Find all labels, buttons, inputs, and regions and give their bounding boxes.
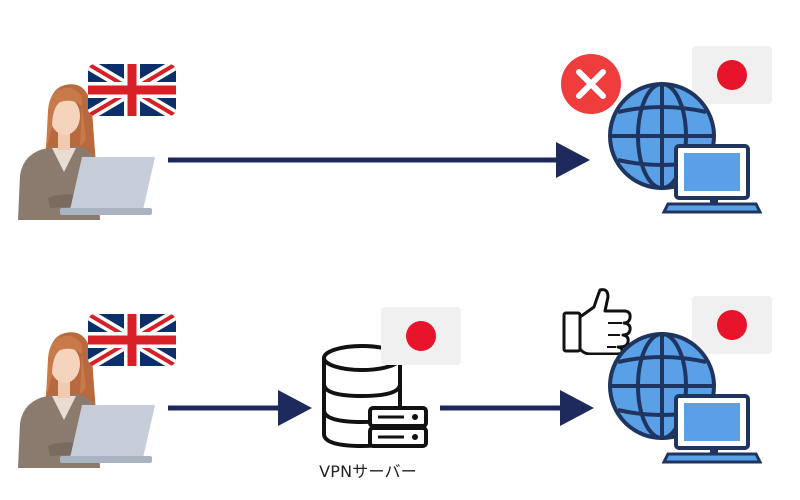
connection-arrow <box>168 390 312 426</box>
server-label: VPNサーバー <box>319 462 417 481</box>
woman-with-laptop-icon <box>18 332 155 468</box>
woman-with-laptop-icon <box>18 84 155 220</box>
globe-computer-icon <box>608 82 762 214</box>
japan-flag-icon <box>692 46 772 104</box>
japan-flag-icon <box>381 307 461 365</box>
globe-computer-icon <box>608 332 762 464</box>
connection-arrow <box>440 390 594 426</box>
japan-flag-icon <box>692 296 772 354</box>
uk-flag-icon <box>88 64 176 116</box>
close-icon <box>561 54 621 114</box>
connection-arrow <box>168 142 590 178</box>
uk-flag-icon <box>88 314 176 366</box>
